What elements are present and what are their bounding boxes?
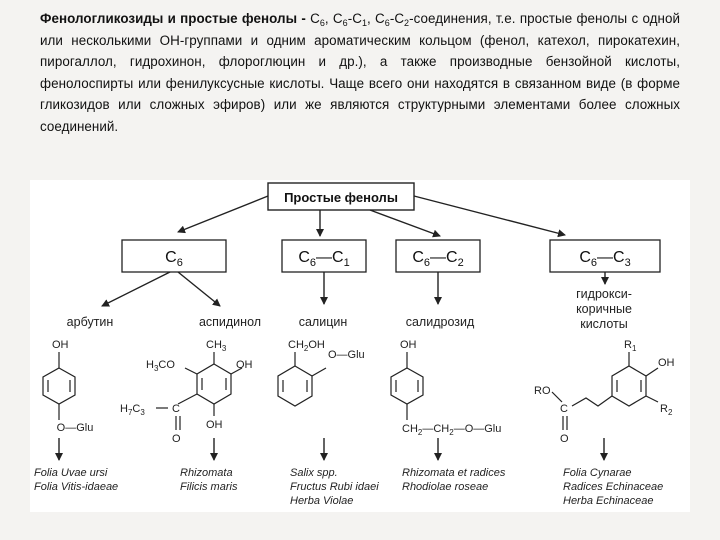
label-acids: кислоты — [580, 317, 628, 331]
body-text: фенолы с одной или несколькими ОН-группа… — [40, 11, 680, 134]
description-paragraph: Фенологликозиды и простые фенолы - С6, С… — [40, 8, 680, 138]
formula-c6: С6, — [310, 11, 333, 28]
sources-hydroxycinnamic: Folia Cynarae Radices Echinaceae Herba E… — [563, 467, 663, 507]
svg-text:Folia Uvae ursi: Folia Uvae ursi — [34, 467, 108, 479]
label-cinnamic: коричные — [576, 302, 632, 316]
sources-salidroside: Rhizomata et radices Rhodiolae roseae — [402, 467, 506, 493]
svg-text:Herba Echinaceae: Herba Echinaceae — [563, 495, 654, 507]
svg-text:H7C3: H7C3 — [120, 403, 145, 417]
sources-salicin: Salix spp. Fructus Rubi idaei Herba Viol… — [290, 467, 379, 507]
label-salidroside: салидрозид — [406, 315, 475, 329]
title-box: Простые фенолы — [267, 182, 415, 211]
svg-text:Fructus Rubi idaei: Fructus Rubi idaei — [290, 481, 379, 493]
line1-tail: -соединения, т.е. простые — [409, 11, 573, 26]
group-box-c6-c1: С6—С1 — [281, 239, 367, 273]
svg-text:H3CO: H3CO — [146, 359, 175, 373]
sources-aspidinol: Rhizomata Filicis maris — [180, 467, 238, 493]
structure-arbutin: OH O—Glu — [42, 339, 94, 434]
svg-text:С6—С2: С6—С2 — [412, 249, 463, 269]
svg-text:С6—С1: С6—С1 — [298, 249, 349, 269]
label-hydroxy: гидрокси- — [576, 287, 632, 301]
svg-text:OH: OH — [236, 359, 253, 371]
svg-text:Rhizomata et radices: Rhizomata et radices — [402, 467, 506, 479]
title-label: Простые фенолы — [284, 190, 398, 205]
svg-text:Radices Echinaceae: Radices Echinaceae — [563, 481, 663, 493]
source-arrows — [55, 438, 608, 461]
svg-text:C: C — [172, 403, 180, 415]
group-arrows — [101, 271, 609, 307]
structure-salidroside: OH CH2—CH2—O—Glu — [390, 339, 501, 437]
svg-text:CH2OH: CH2OH — [288, 339, 325, 353]
title-arrows — [177, 195, 566, 238]
heading: Фенологликозиды и простые фенолы - — [40, 11, 306, 26]
structure-aspidinol: H3CO CH3 OH OH C O H7C3 — [120, 339, 253, 445]
svg-text:Salix spp.: Salix spp. — [290, 467, 338, 479]
svg-text:Folia Cynarae: Folia Cynarae — [563, 467, 631, 479]
svg-text:R1: R1 — [624, 339, 637, 353]
group-box-c6: С6 — [121, 239, 227, 273]
svg-text:O—Glu: O—Glu — [57, 422, 94, 434]
formula-c6-c2: С6-С2 — [375, 11, 410, 28]
group-box-c6-c2: С6—С2 — [395, 239, 481, 273]
svg-text:С6: С6 — [165, 249, 183, 269]
svg-text:Rhodiolae roseae: Rhodiolae roseae — [402, 481, 488, 493]
svg-text:O: O — [560, 433, 569, 445]
svg-text:Folia Vitis-idaeae: Folia Vitis-idaeae — [34, 481, 118, 493]
svg-text:Filicis maris: Filicis maris — [180, 481, 238, 493]
svg-text:O: O — [172, 433, 181, 445]
svg-text:OH: OH — [658, 357, 675, 369]
svg-text:R2: R2 — [660, 403, 673, 417]
classification-diagram: Простые фенолы С6 С6—С1 С6—С2 — [30, 180, 690, 512]
svg-text:O—Glu: O—Glu — [328, 349, 365, 361]
svg-text:CH2—CH2—O—Glu: CH2—CH2—O—Glu — [402, 423, 501, 437]
diagram-svg: Простые фенолы С6 С6—С1 С6—С2 — [34, 182, 675, 507]
group-box-c6-c3: С6—С3 — [549, 239, 661, 273]
sources-arbutin: Folia Uvae ursi Folia Vitis-idaeae — [34, 467, 118, 493]
svg-text:RO: RO — [534, 385, 551, 397]
svg-text:Herba Violae: Herba Violae — [290, 495, 353, 507]
svg-text:OH: OH — [400, 339, 417, 351]
label-arbutin: арбутин — [67, 315, 114, 329]
svg-text:CH3: CH3 — [206, 339, 227, 353]
structure-salicin: CH2OH O—Glu — [277, 339, 365, 407]
svg-text:OH: OH — [52, 339, 69, 351]
svg-text:C: C — [560, 403, 568, 415]
structure-hydroxycinnamic: R1 OH R2 RO C O — [534, 339, 675, 445]
label-salicin: салицин — [299, 315, 348, 329]
label-aspidinol: аспидинол — [199, 315, 261, 329]
svg-text:С6—С3: С6—С3 — [579, 249, 630, 269]
svg-text:OH: OH — [206, 419, 223, 431]
formula-c6-c1: С6-С1, — [332, 11, 376, 28]
svg-text:Rhizomata: Rhizomata — [180, 467, 233, 479]
